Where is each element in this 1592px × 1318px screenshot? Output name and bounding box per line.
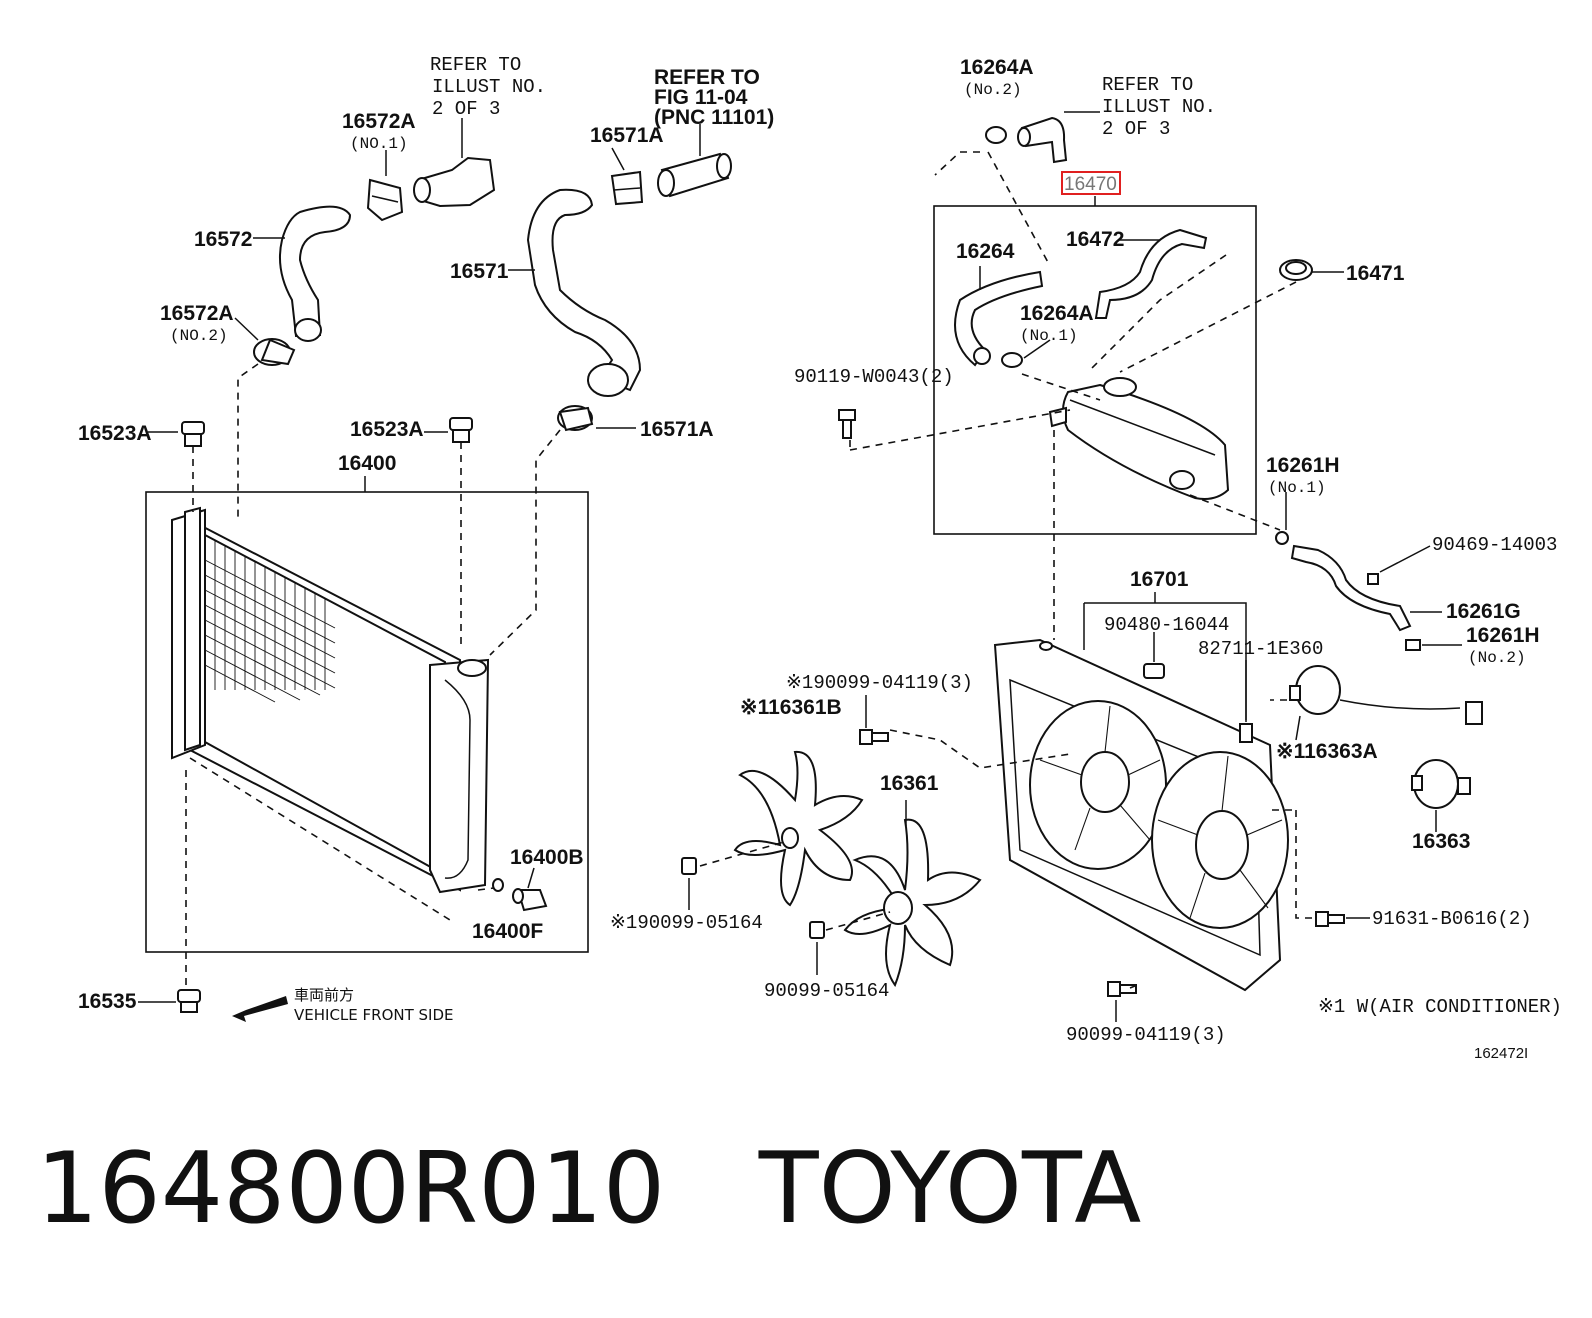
radiator-assembly-box — [145, 491, 589, 953]
part-number: 164800R010 — [36, 1132, 666, 1246]
label-16535: 16535 — [78, 990, 137, 1013]
label-16264A-no2: 16264A — [960, 56, 1034, 79]
fan-shroud-graphic — [993, 638, 1289, 992]
label-16261H-no1: 16261H — [1266, 454, 1340, 477]
label-16363: 16363 — [1412, 830, 1470, 853]
refer-note-3-line3: 2 OF 3 — [1102, 118, 1170, 140]
refer-note-1-line3: 2 OF 3 — [432, 98, 500, 120]
label-16363A: ※116363A — [1276, 740, 1378, 763]
hose-16472-graphic — [1094, 228, 1208, 319]
nut-90099-05164 — [809, 921, 825, 939]
label-90099-04119: 90099-04119(3) — [1066, 1024, 1226, 1046]
clamp-16572A-no2 — [253, 338, 296, 366]
vehicle-front-arrow-icon — [232, 996, 288, 1022]
fan-motor-16363A — [1289, 665, 1483, 725]
clamp-16264A-no2 — [985, 126, 1007, 144]
label-16261H-no2: 16261H — [1466, 624, 1540, 647]
water-inlet-graphic — [413, 118, 496, 208]
refer-note-3-line1: REFER TO — [1102, 74, 1193, 96]
label-16523A-left: 16523A — [78, 422, 152, 445]
label-16571A-top: 16571A — [590, 124, 664, 147]
vehicle-front-jp: 車両前方 — [294, 986, 354, 1004]
label-16470-highlighted: 16470 — [1064, 174, 1117, 195]
clamp-16264A-no1 — [1001, 352, 1023, 368]
brand-name: TOYOTA — [758, 1132, 1142, 1246]
label-16572A-no2-sub: (NO.2) — [170, 327, 228, 345]
drain-cock-16400B — [512, 888, 548, 912]
pipe-11101-graphic — [657, 124, 732, 198]
fan-16361B — [733, 750, 864, 907]
label-16264A-no1-sub: (No.1) — [1020, 327, 1078, 345]
label-16571A-bottom: 16571A — [640, 418, 714, 441]
label-90469-14003: 90469-14003 — [1432, 534, 1557, 556]
reservoir-cap-16471 — [1279, 259, 1313, 281]
refer-note-1-line2: ILLUST NO. — [432, 76, 546, 98]
nut-190099-05164 — [681, 857, 697, 875]
highlight-16470 — [1061, 171, 1121, 195]
elbow-pipe-graphic — [1017, 111, 1100, 164]
label-16261H-no2-sub: (No.2) — [1468, 649, 1526, 667]
label-190099-04119: ※190099-04119(3) — [786, 672, 973, 694]
label-16400: 16400 — [338, 452, 396, 475]
label-16472: 16472 — [1066, 228, 1124, 251]
cap-16523A-right — [449, 417, 473, 443]
diagram-id: 162472I — [1474, 1045, 1528, 1062]
clamp-16571A-bottom — [557, 405, 594, 432]
refer-note-3-line2: ILLUST NO. — [1102, 96, 1216, 118]
label-91631-B0616: 91631-B0616(2) — [1372, 908, 1532, 930]
label-16572: 16572 — [194, 228, 252, 251]
label-16261G: 16261G — [1446, 600, 1521, 623]
label-90480-16044: 90480-16044 — [1104, 614, 1229, 636]
label-16572A-no1-sub: (NO.1) — [350, 135, 408, 153]
bolt-90119-W0043 — [838, 409, 856, 439]
label-16572A-no1: 16572A — [342, 110, 416, 133]
label-90099-05164: 90099-05164 — [764, 980, 889, 1002]
label-16361: 16361 — [880, 772, 939, 795]
fan-motor-16363 — [1411, 759, 1471, 809]
radiator-core-graphic — [171, 506, 490, 894]
vehicle-front-label: VEHICLE FRONT SIDE — [294, 1006, 454, 1024]
label-16261H-no1-sub: (No.1) — [1268, 479, 1326, 497]
hose-16571-graphic — [526, 188, 642, 397]
cap-16523A-left — [181, 421, 205, 447]
hose-16261G-graphic — [1275, 531, 1421, 651]
label-190099-05164: ※190099-05164 — [610, 912, 763, 934]
label-16400F: 16400F — [472, 920, 543, 943]
footer-title: 164800R010 TOYOTA — [36, 1140, 1141, 1238]
bolt-190099-04119 — [859, 729, 889, 745]
clip-82711-1E360 — [1239, 723, 1253, 743]
label-16361B: ※116361B — [740, 696, 842, 719]
o-ring-16400F — [492, 878, 504, 892]
bolt-90099-04119 — [1107, 981, 1137, 997]
label-16264A-no1: 16264A — [1020, 302, 1094, 325]
label-90119-W0043: 90119-W0043(2) — [794, 366, 954, 388]
refer-note-2-line2: FIG 11-04 — [654, 86, 748, 109]
label-16264: 16264 — [956, 240, 1015, 263]
label-16523A-right: 16523A — [350, 418, 424, 441]
grommet-90480-16044 — [1143, 663, 1165, 679]
label-82711-1E360: 82711-1E360 — [1198, 638, 1323, 660]
label-16264A-no2-sub: (No.2) — [964, 81, 1022, 99]
fan-16361 — [843, 818, 982, 988]
note-air-conditioner: ※1 W(AIR CONDITIONER) — [1318, 996, 1562, 1018]
hose-16264-graphic — [954, 270, 1044, 367]
plug-16535 — [177, 989, 201, 1013]
label-16701: 16701 — [1130, 568, 1189, 591]
label-16572A-no2: 16572A — [160, 302, 234, 325]
label-16471: 16471 — [1346, 262, 1405, 285]
hose-16572-graphic — [279, 205, 352, 342]
bolt-91631-B0616 — [1315, 911, 1345, 927]
label-16571: 16571 — [450, 260, 509, 283]
refer-note-2-line3: (PNC 11101) — [654, 106, 774, 129]
clamp-16571A-top — [610, 170, 644, 206]
reservoir-tank-graphic — [1048, 377, 1230, 500]
clamp-16572A-no1 — [366, 178, 404, 222]
refer-note-1-line1: REFER TO — [430, 54, 521, 76]
refer-note-2-line1: REFER TO — [654, 66, 760, 89]
label-16400B: 16400B — [510, 846, 584, 869]
